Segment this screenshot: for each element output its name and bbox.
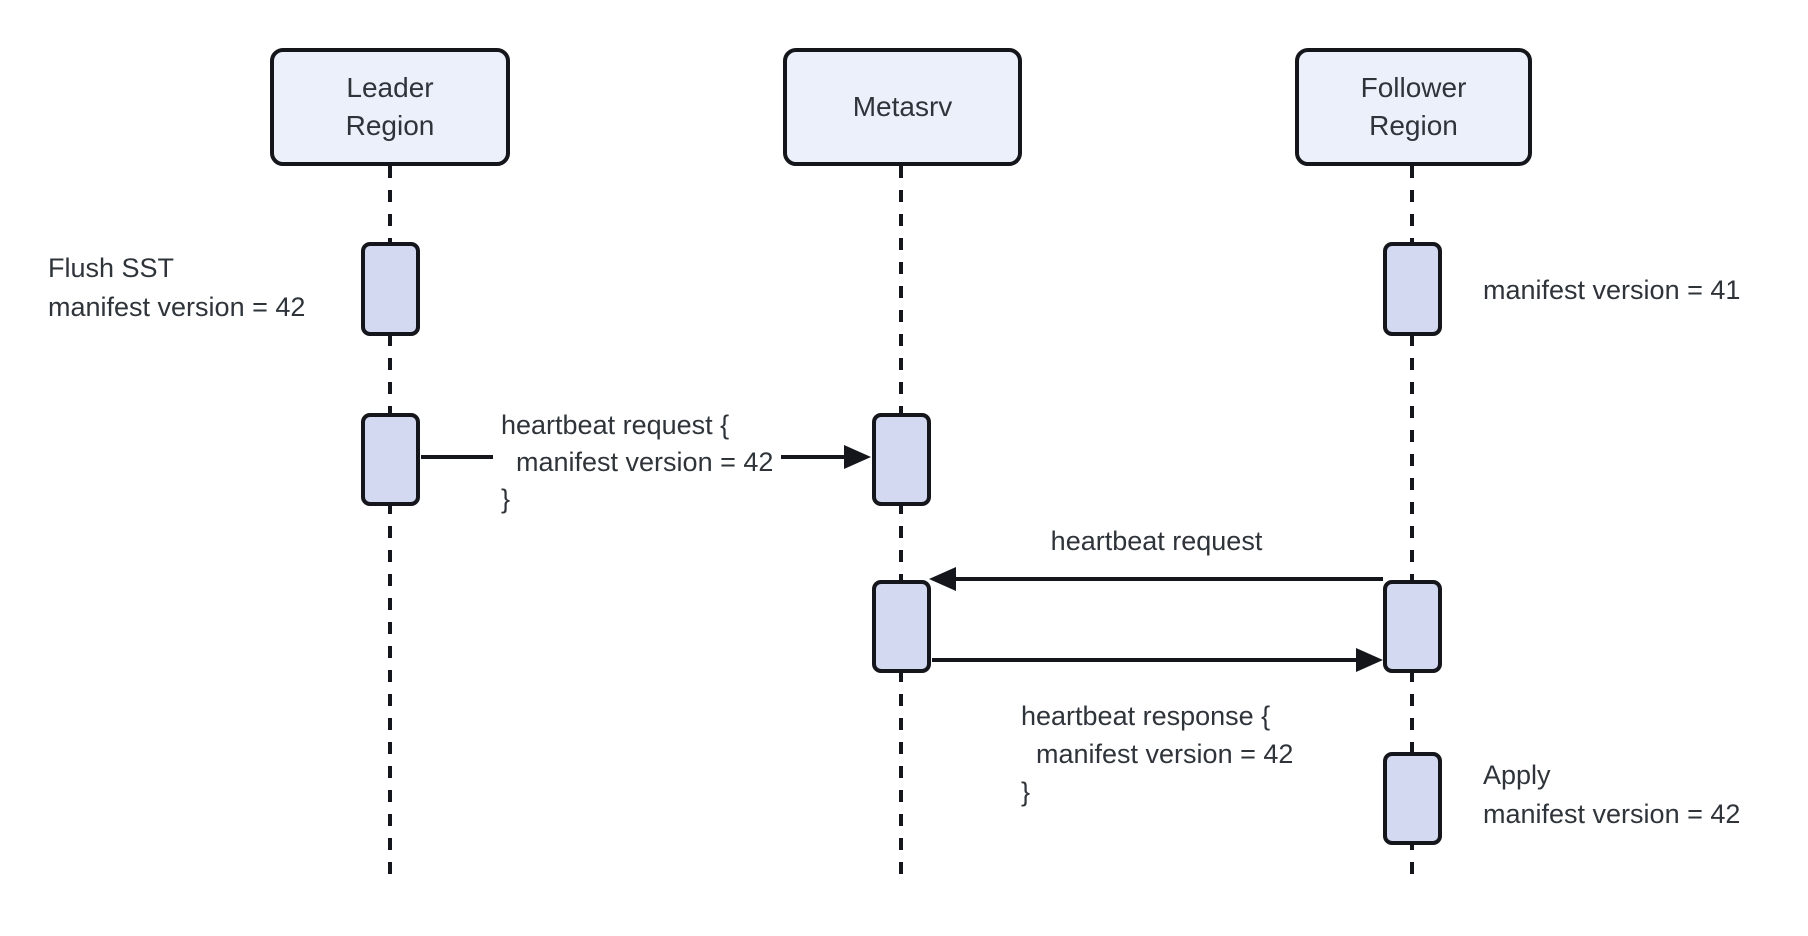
message-label-line: manifest version = 42 bbox=[1021, 739, 1294, 769]
arrowhead-left-icon bbox=[929, 567, 956, 591]
activation-metasrv-leader-heartbeat bbox=[872, 413, 931, 506]
note-line: manifest version = 42 bbox=[1483, 799, 1741, 829]
participant-label: Follower bbox=[1360, 72, 1467, 103]
message-label-heartbeat-response-42: heartbeat response { manifest version = … bbox=[1021, 697, 1293, 811]
lifeline-follower-region bbox=[1410, 166, 1414, 878]
participant-leader-region: Leader Region bbox=[270, 48, 510, 166]
arrowhead-right-icon bbox=[844, 445, 871, 469]
activation-metasrv-follower-heartbeat bbox=[872, 580, 931, 673]
activation-follower-heartbeat bbox=[1383, 580, 1442, 673]
participant-follower-region: Follower Region bbox=[1295, 48, 1532, 166]
message-label-line: manifest version = 42 bbox=[501, 447, 774, 477]
participant-metasrv: Metasrv bbox=[783, 48, 1022, 166]
activation-follower-manifest-41 bbox=[1383, 242, 1442, 336]
activation-leader-heartbeat bbox=[361, 413, 420, 506]
message-label-line: } bbox=[501, 484, 511, 514]
note-line: Flush SST bbox=[48, 253, 175, 283]
message-arrow-metasrv-to-follower bbox=[932, 658, 1358, 662]
note-flush-sst: Flush SST manifest version = 42 bbox=[48, 249, 305, 327]
note-line: manifest version = 41 bbox=[1483, 275, 1741, 305]
message-label-line: heartbeat request { bbox=[501, 410, 730, 440]
lifeline-metasrv bbox=[899, 166, 903, 878]
lifeline-leader-region bbox=[388, 166, 392, 878]
participant-label: Region bbox=[1369, 110, 1458, 141]
note-line: manifest version = 42 bbox=[48, 292, 306, 322]
message-label-line: } bbox=[1021, 777, 1031, 807]
note-manifest-version-41: manifest version = 41 bbox=[1483, 275, 1740, 305]
message-label-line: heartbeat request bbox=[1050, 526, 1263, 556]
message-label-heartbeat-request-42: heartbeat request { manifest version = 4… bbox=[493, 407, 782, 518]
message-label-line: heartbeat response { bbox=[1021, 701, 1271, 731]
participant-label: Metasrv bbox=[852, 91, 953, 122]
message-arrow-follower-to-metasrv bbox=[955, 577, 1383, 581]
note-apply-manifest-42: Apply manifest version = 42 bbox=[1483, 756, 1740, 834]
participant-label: Leader bbox=[346, 72, 434, 103]
arrowhead-right-icon bbox=[1356, 648, 1383, 672]
message-label-heartbeat-request: heartbeat request bbox=[930, 525, 1383, 557]
activation-leader-flush bbox=[361, 242, 420, 336]
note-line: Apply bbox=[1483, 760, 1551, 790]
participant-label: Region bbox=[345, 110, 435, 141]
activation-follower-apply bbox=[1383, 752, 1442, 845]
